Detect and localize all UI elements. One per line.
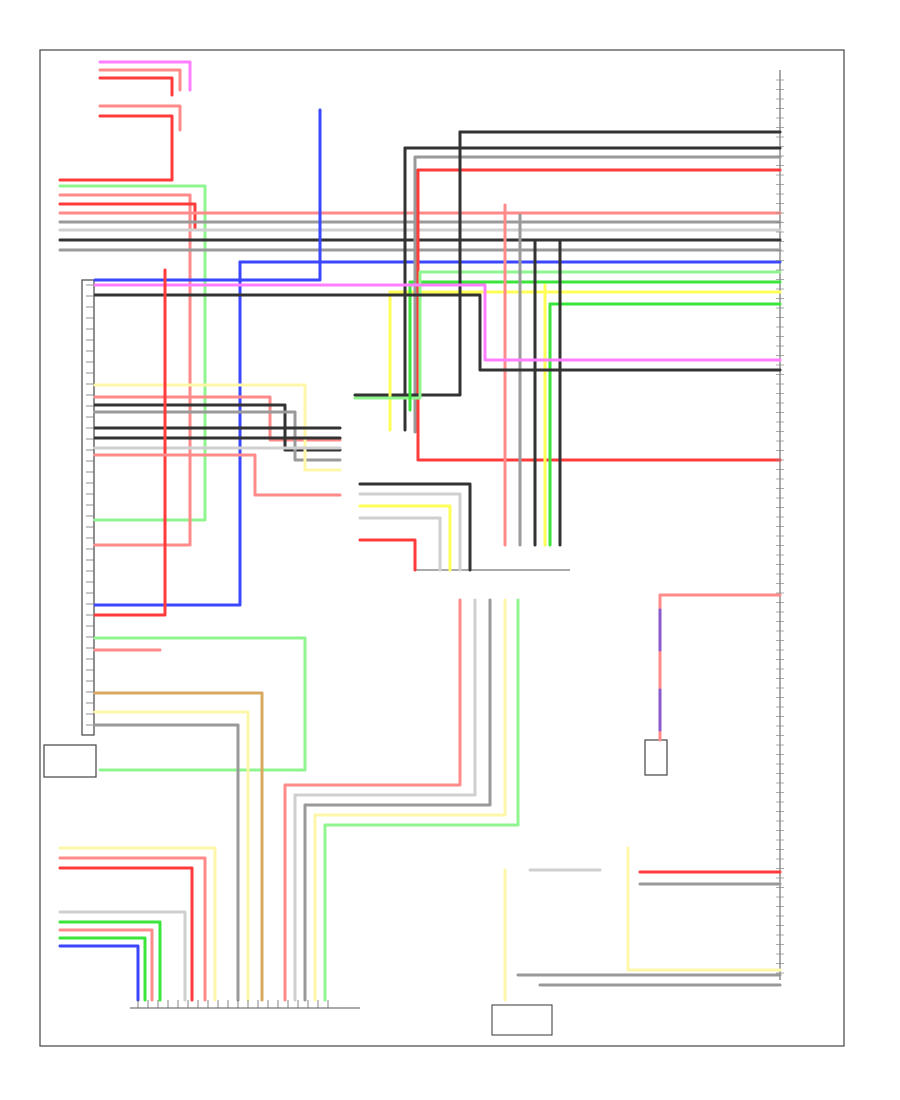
wire-lightgray-54: [293, 598, 477, 1002]
wire-pink-64: [58, 856, 207, 1002]
wire-paleyellow-56: [313, 598, 507, 1002]
wire-blue-70: [58, 944, 140, 1002]
wire-green-69: [58, 936, 147, 1002]
wire-blue-35: [93, 108, 322, 282]
wire-paleyellow-63: [58, 846, 217, 1002]
wire-lightgreen-57: [323, 598, 520, 1002]
wire-pink-6: [58, 193, 192, 547]
wire-red-24: [416, 168, 782, 462]
wire-lightgreen-5: [58, 184, 207, 522]
wire-tan-60: [93, 691, 264, 1002]
wire-pink-53: [283, 598, 462, 1002]
wire-magenta-0: [98, 60, 192, 92]
wire-paleyellow-74: [626, 846, 782, 972]
wire-pink-68: [58, 928, 154, 1002]
wire-pink-71: [658, 593, 782, 742]
bottom-right-module: [491, 1004, 553, 1036]
wire-blue-36: [93, 260, 242, 607]
wire-red-65: [58, 866, 194, 1002]
wire-lightgreen-58: [93, 636, 307, 772]
wire-red-46: [93, 268, 167, 617]
wire-black-48: [358, 482, 472, 572]
wire-red-7: [58, 202, 197, 232]
wire-gray-62: [93, 723, 240, 1002]
bottom-left-sensor: [43, 744, 97, 778]
diagram-frame: [39, 49, 845, 1047]
wire-pink-3: [98, 104, 182, 132]
wire-red-4: [58, 114, 174, 182]
wire-pink-47: [93, 453, 342, 497]
wire-pink-1: [98, 68, 182, 92]
wire-paleyellow-61: [93, 710, 250, 1002]
wire-lightgray-66: [58, 910, 187, 1002]
wire-yellow-50: [358, 504, 452, 572]
wire-magenta-37: [93, 283, 782, 362]
wire-red-2: [98, 76, 174, 97]
wire-green-67: [58, 920, 162, 1002]
wire-red-52: [358, 538, 417, 572]
wire-pink-39: [93, 395, 342, 442]
wire-gray-55: [303, 598, 492, 1002]
wire-black-38: [93, 293, 782, 372]
right-switch: [644, 739, 668, 776]
wire-group: [58, 60, 782, 1002]
pin-group: [86, 79, 784, 1008]
wire-gray-41: [93, 410, 342, 462]
wire-lightgray-49: [358, 492, 462, 572]
wire-lightgreen-27: [353, 270, 422, 400]
left-control-module: [81, 279, 95, 736]
wire-lightgray-51: [358, 516, 442, 572]
